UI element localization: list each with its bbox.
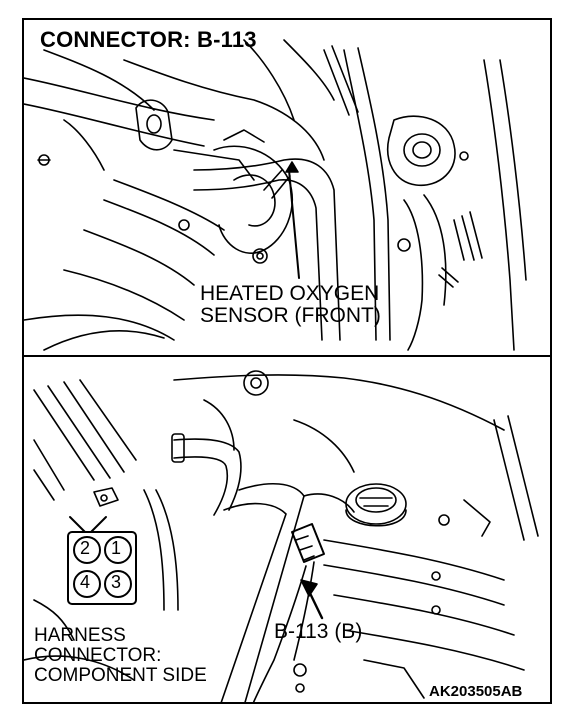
pin-4-label: 4 [80,572,91,592]
harness-caption-line-1: HARNESS [34,625,126,646]
diagram-frame: 2 1 4 3 CONNECTOR: B-113 HEATED OXYGEN S… [22,18,552,704]
figure-code: AK203505AB [429,683,523,700]
harness-connector-caption: HARNESS CONNECTOR: COMPONENT SIDE [34,626,207,686]
heated-oxygen-sensor-callout: HEATED OXYGEN SENSOR (FRONT) [200,282,381,328]
callout-line-2: SENSOR (FRONT) [200,304,381,328]
pin-3-label: 3 [111,572,122,592]
pin-4-circle [73,570,101,598]
engine-bay-illustration [24,39,550,702]
pin-2-circle [73,536,101,564]
pin-1-label: 1 [111,538,122,558]
callout-line-1: HEATED OXYGEN [200,282,380,305]
connector-title: CONNECTOR: B-113 [40,27,257,52]
connector-housing [67,531,137,605]
pin-2-label: 2 [80,538,91,558]
top-view-linework [24,39,527,351]
harness-caption-line-3: COMPONENT SIDE [34,664,207,686]
harness-connector-pinout [67,516,137,605]
connector-b113-callout: B-113 (B) [274,620,363,643]
harness-caption-line-2: CONNECTOR: [34,644,162,666]
pin-1-circle [104,536,132,564]
bottom-view-linework [24,370,539,702]
pin-3-circle [104,570,132,598]
